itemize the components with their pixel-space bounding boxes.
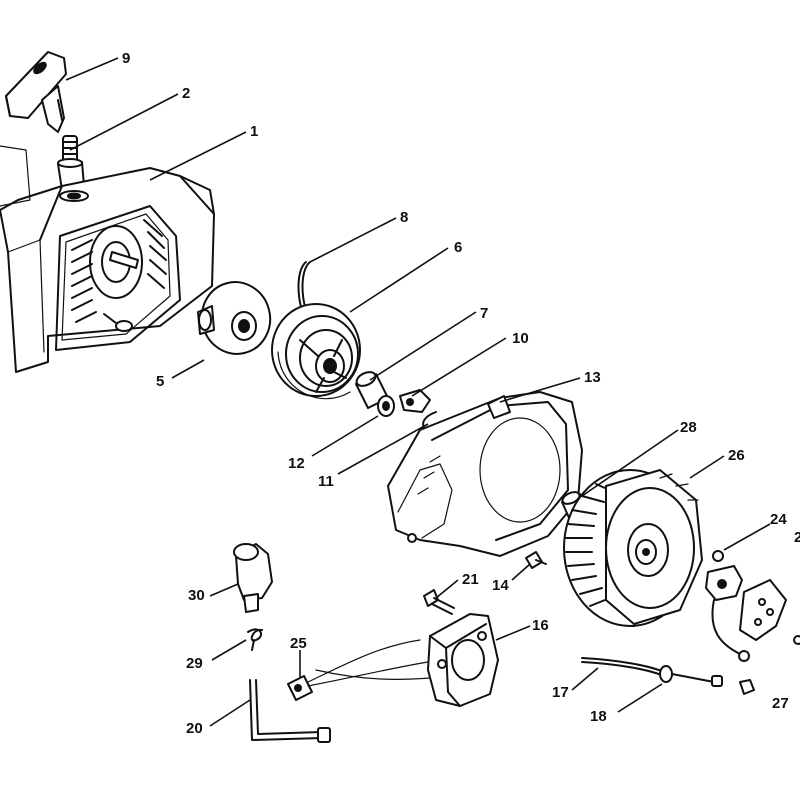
leader-lines	[65, 57, 771, 727]
part-12-washer[interactable]	[377, 395, 395, 417]
part-24-ignition-module[interactable]	[705, 550, 787, 695]
callout-8: 8	[400, 209, 408, 226]
part-26-flywheel[interactable]	[563, 469, 703, 627]
callout-25: 25	[290, 635, 307, 652]
part-5-spring-housing[interactable]	[194, 274, 278, 361]
callout-2: 2	[182, 85, 190, 102]
part-1-fan-housing[interactable]	[0, 145, 215, 373]
callout-20: 20	[186, 720, 203, 737]
callout-24: 24	[770, 511, 787, 528]
callout-9: 9	[122, 50, 130, 67]
part-21-screw[interactable]	[423, 589, 455, 615]
callout-10: 10	[512, 330, 529, 347]
callout-7: 7	[480, 305, 488, 322]
callout-17: 17	[552, 684, 569, 701]
callout-5: 5	[156, 373, 164, 390]
part-6-rope-rotor[interactable]	[271, 303, 361, 400]
part-17-ground-wire[interactable]	[581, 657, 723, 687]
callout-27: 27	[772, 695, 789, 712]
callout-18: 18	[590, 708, 607, 725]
callout-2-cut: 2	[794, 529, 800, 546]
callout-13: 13	[584, 369, 601, 386]
part-16-ignition-coil[interactable]	[427, 613, 499, 707]
callout-29: 29	[186, 655, 203, 672]
part-27-screw[interactable]	[793, 635, 800, 645]
callout-6: 6	[454, 239, 462, 256]
part-13-fan-shroud[interactable]	[387, 391, 583, 557]
part-9-starter-grip[interactable]	[5, 51, 67, 133]
callout-16: 16	[532, 617, 549, 634]
part-10-pawl[interactable]	[399, 389, 431, 413]
callout-11: 11	[318, 473, 334, 490]
callout-1: 1	[250, 123, 258, 140]
callout-30: 30	[188, 587, 205, 604]
part-30-spark-plug-boot[interactable]	[233, 543, 273, 613]
callout-28: 28	[680, 419, 697, 436]
callout-21: 21	[462, 571, 479, 588]
callout-26: 26	[728, 447, 745, 464]
callout-12: 12	[288, 455, 305, 472]
part-29-spring-terminal[interactable]	[247, 628, 263, 651]
callout-14: 14	[492, 577, 509, 594]
callout-labels: 9 2 1 8 6 7 10 5 12 11 13 28 26 24 2 21 …	[122, 50, 800, 737]
part-25-short-circuit-wire[interactable]	[287, 639, 451, 701]
part-20-ignition-lead[interactable]	[249, 679, 331, 743]
part-2-rope-guide[interactable]	[57, 135, 85, 191]
